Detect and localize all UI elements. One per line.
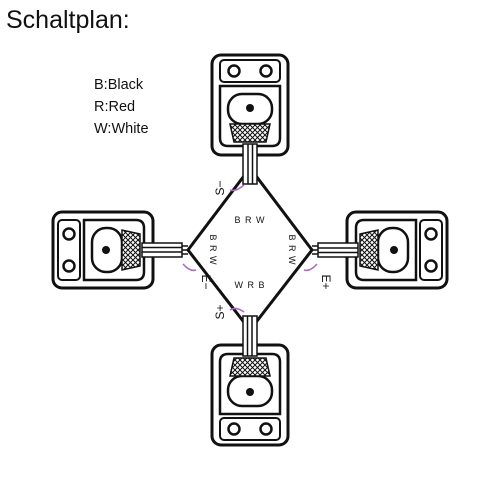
lead-accents: [182, 184, 318, 313]
legend-white: W:White: [94, 121, 149, 137]
legend-red: R:Red: [94, 99, 136, 115]
load-cell-right: [316, 210, 449, 290]
hub-label-top: B R W: [235, 215, 266, 225]
sensor-label-left: E−: [199, 274, 213, 289]
hub-label-left: B R W: [208, 235, 218, 266]
load-cell-bottom: [210, 314, 290, 447]
hub-label-bottom: W R B: [235, 280, 266, 290]
sensor-label-right: E+: [319, 274, 333, 289]
hub-label-right: B R W: [287, 235, 297, 266]
sensor-label-top: S−: [213, 180, 227, 195]
diagram-title: Schaltplan:: [6, 6, 130, 34]
legend-black: B:Black: [94, 77, 144, 93]
load-cell-left: [51, 210, 184, 290]
load-cell-top: [210, 53, 290, 186]
sensor-label-bottom: S+: [213, 304, 227, 319]
